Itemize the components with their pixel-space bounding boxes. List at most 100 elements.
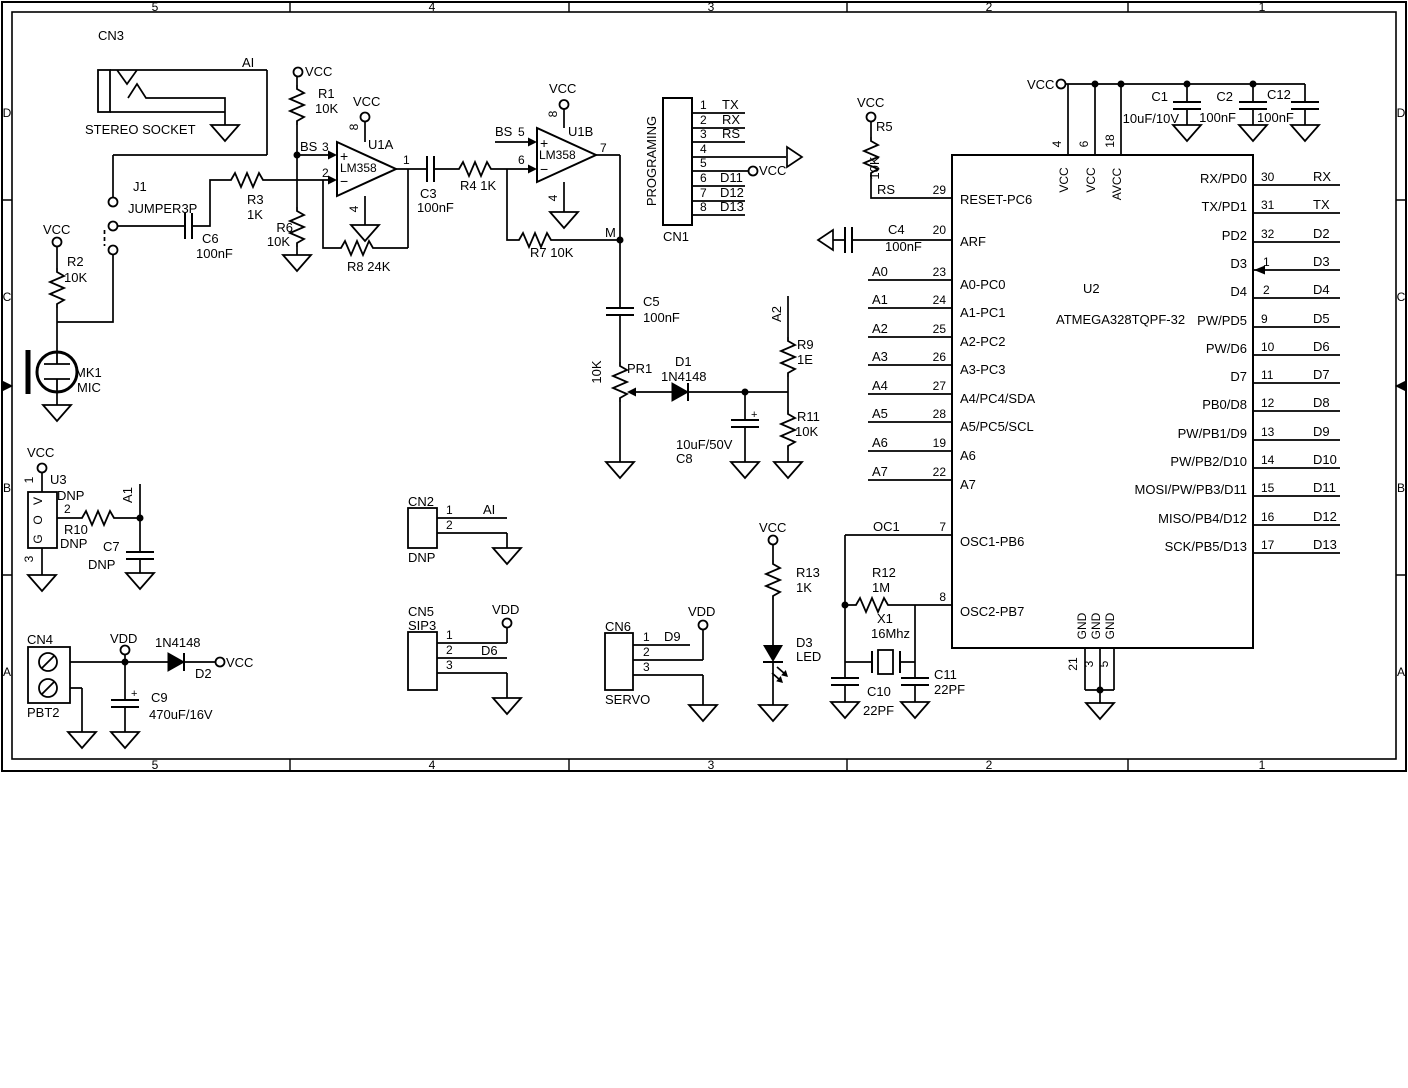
r5-vcc: VCC xyxy=(857,95,884,110)
u2-pd3-label: D3 xyxy=(1230,256,1247,271)
vcc-symbol-bus xyxy=(1055,78,1067,90)
tx-net: TX xyxy=(1313,197,1330,212)
zone-top-2: 2 xyxy=(986,0,993,14)
zone-bot-1: 1 xyxy=(1259,758,1266,772)
x1-ref: X1 xyxy=(877,611,893,626)
zone-top-5: 5 xyxy=(152,0,159,14)
cn2-box xyxy=(407,507,438,549)
r6-value: 10K xyxy=(267,234,290,249)
d3-pin-arrow xyxy=(1254,265,1265,275)
rs-net: RS xyxy=(877,182,895,197)
microphone-symbol xyxy=(25,350,79,394)
cn6-value: SERVO xyxy=(605,692,650,707)
zone-top-4: 4 xyxy=(429,0,436,14)
a2b-net: A2 xyxy=(872,321,888,336)
r7-label: R7 10K xyxy=(530,245,574,260)
u3-vcc: VCC xyxy=(27,445,54,460)
ai-net: AI xyxy=(242,55,254,70)
c8-plus: + xyxy=(751,409,757,421)
zone-bot-3: 3 xyxy=(708,758,715,772)
u2-gnd2-label: GND xyxy=(1089,612,1103,639)
cn5-vdd: VDD xyxy=(492,602,519,617)
u2-pin9: 9 xyxy=(1261,312,1268,326)
u3-pin-v: V xyxy=(31,497,45,505)
u1a-input-arrow-plus xyxy=(328,150,337,160)
vcc-symbol-cn1 xyxy=(747,165,759,177)
led-vcc: VCC xyxy=(759,520,786,535)
d2-vcc: VCC xyxy=(226,655,253,670)
cn5-ref: CN5 xyxy=(408,604,434,619)
d7-net: D7 xyxy=(1313,367,1330,382)
u2-pin22: 22 xyxy=(933,465,947,479)
c2-value: 100nF xyxy=(1199,110,1236,125)
c4-value: 100nF xyxy=(885,239,922,254)
mk1-value: MIC xyxy=(77,380,101,395)
d12-net: D12 xyxy=(1313,509,1337,524)
u1a-pin3: 3 xyxy=(322,140,329,154)
u1b-input-arrow-minus xyxy=(528,164,537,174)
u3-pin1: 1 xyxy=(22,476,36,483)
a4-net: A4 xyxy=(872,378,888,393)
crystal-x1-symbol xyxy=(871,649,901,675)
u2-pd7-label: D7 xyxy=(1230,369,1247,384)
u1a-pin4: 4 xyxy=(347,205,361,212)
u1b-input-arrow-plus xyxy=(528,137,537,147)
wires-cn1 xyxy=(692,112,786,216)
u2-pd2-label: PD2 xyxy=(1222,228,1247,243)
j1-pin2-circle xyxy=(107,220,119,232)
cn1-pin2: 2 xyxy=(700,113,707,127)
u2-pb5-label: SCK/PB5/D13 xyxy=(1165,539,1247,554)
d3-ref: D3 xyxy=(796,635,813,650)
u1b-ref: U1B xyxy=(568,124,593,139)
u2-pin21: 21 xyxy=(1066,657,1080,671)
u2-pin12: 12 xyxy=(1261,396,1275,410)
d2-net: D2 xyxy=(1313,226,1330,241)
cn1-d13: D13 xyxy=(720,199,744,214)
r1-ref: R1 xyxy=(318,86,335,101)
a6-net: A6 xyxy=(872,435,888,450)
a0-net: A0 xyxy=(872,264,888,279)
pr1-value: 10K xyxy=(589,360,604,383)
zone-bot-2: 2 xyxy=(986,758,993,772)
cn6-d9: D9 xyxy=(664,629,681,644)
cn1-offpage-arrow xyxy=(786,145,804,169)
u2-pin31: 31 xyxy=(1261,198,1275,212)
vdd-symbol-cn5 xyxy=(501,617,513,629)
u2-vcc1-label: VCC xyxy=(1057,167,1071,193)
u2-arf-label: ARF xyxy=(960,234,986,249)
r13-value: 1K xyxy=(796,580,812,595)
u2-value: ATMEGA328TQPF-32 xyxy=(1056,312,1185,327)
r11-ref: R11 xyxy=(797,409,820,424)
cn5-box xyxy=(407,631,438,691)
led-d3-symbol xyxy=(763,645,788,683)
vcc-symbol-d2 xyxy=(214,656,226,668)
cn1-title: PROGRAMING xyxy=(644,116,659,206)
vcc-symbol-u1b xyxy=(558,99,570,110)
zone-right-a: A xyxy=(1397,665,1405,679)
stereo-socket-label: STEREO SOCKET xyxy=(85,122,196,137)
c7-dnp: DNP xyxy=(88,557,115,572)
u2-pin23: 23 xyxy=(933,265,947,279)
c1-ref: C1 xyxy=(1151,89,1168,104)
d6-net: D6 xyxy=(1313,339,1330,354)
d5-net: D5 xyxy=(1313,311,1330,326)
r2-vcc: VCC xyxy=(43,222,70,237)
cn1-d11: D11 xyxy=(720,170,743,185)
u1b-vcc: VCC xyxy=(549,81,576,96)
u1b-minus: − xyxy=(540,161,548,177)
u1a-input-arrow-minus xyxy=(328,175,337,185)
cn1-ref: CN1 xyxy=(663,229,689,244)
c8-value: 10uF/50V xyxy=(676,437,733,452)
a1-net: A1 xyxy=(872,292,888,307)
rx-net: RX xyxy=(1313,169,1331,184)
u1a-vcc: VCC xyxy=(353,94,380,109)
cn1-pin1: 1 xyxy=(700,98,707,112)
u2-pd5-label: PW/PD5 xyxy=(1197,313,1247,328)
c7-ref: C7 xyxy=(103,539,120,554)
u2-pin8: 8 xyxy=(939,590,946,604)
cn1-rs: RS xyxy=(722,126,740,141)
c4-ref: C4 xyxy=(888,222,905,237)
zone-right-c: C xyxy=(1397,290,1406,304)
u2-pin15: 15 xyxy=(1261,481,1275,495)
